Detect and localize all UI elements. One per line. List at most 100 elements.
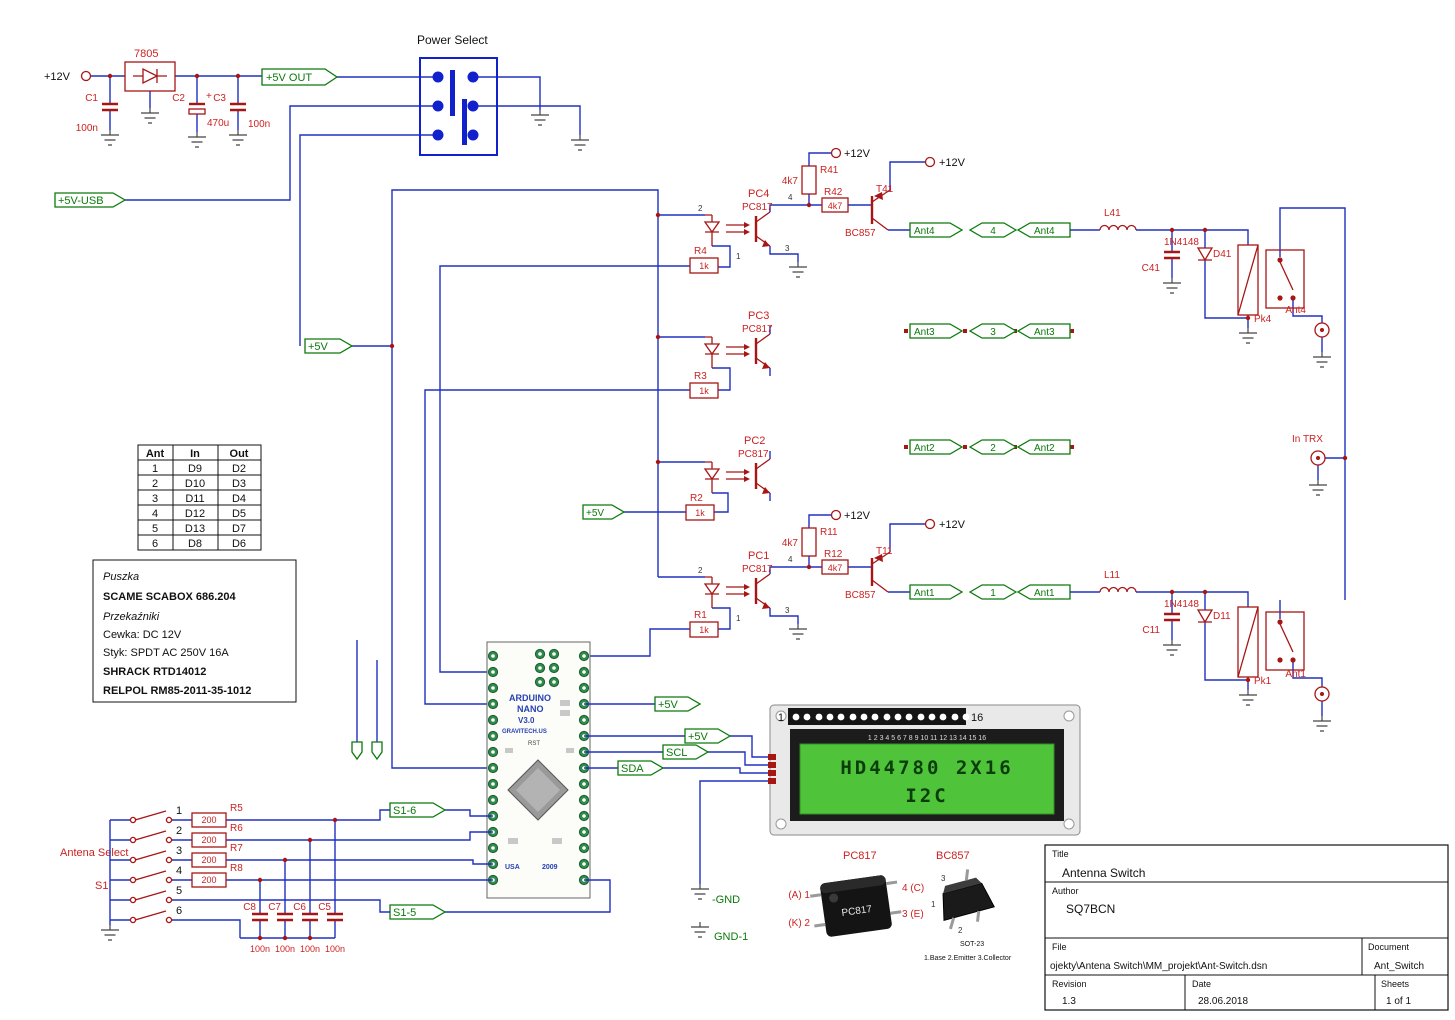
- transistor-t11[interactable]: T11 BC857: [845, 546, 893, 601]
- capacitor-c5[interactable]: C5 100n: [318, 902, 345, 954]
- net-label-ant2-pair[interactable]: Ant2 2 Ant2: [904, 439, 1074, 455]
- capacitor-c11[interactable]: C11: [1142, 612, 1180, 636]
- pc817-figure-label: PC817: [843, 850, 877, 862]
- ant3-number: 3: [990, 327, 996, 338]
- ant4-connector[interactable]: [1314, 322, 1330, 338]
- resistor-r42[interactable]: R42 4k7: [821, 187, 849, 213]
- capacitor-c7[interactable]: C7 100n: [268, 902, 295, 954]
- capacitor-c2[interactable]: C2 + 470u: [172, 91, 229, 129]
- net-label-ant1-pair[interactable]: Ant1 1 Ant1: [909, 584, 1071, 600]
- v12-label-t11: +12V: [939, 519, 966, 531]
- diode-d41[interactable]: 1N4148 D41: [1164, 237, 1232, 262]
- net-label-ant3-pair[interactable]: Ant3 3 Ant3: [904, 323, 1074, 339]
- channel-pc4[interactable]: 2 1 4 3 PC4 PC817 R4 1k 4k7 R41 R42 4k7 …: [658, 147, 1071, 274]
- resistor-r7[interactable]: 200 R7: [191, 843, 243, 868]
- ground-symbols: [100, 107, 1332, 941]
- net-label-5v-mid-text: +5V: [308, 341, 329, 353]
- lcd-mount-hole: [775, 710, 787, 722]
- net-label-5v-b-text: +5V: [688, 731, 709, 743]
- c41-ref: C41: [1142, 263, 1161, 274]
- capacitor-c1[interactable]: C1 100n: [76, 93, 118, 134]
- net-label-ant4-pair[interactable]: Ant4 4 Ant4: [909, 222, 1071, 238]
- resistor-r6[interactable]: 200 R6: [191, 823, 243, 848]
- table-cell: 6: [152, 538, 158, 550]
- inductor-l41[interactable]: L41: [1099, 208, 1137, 231]
- capacitor-c3[interactable]: C3 100n: [213, 93, 270, 130]
- net-label-5v-b[interactable]: +5V: [684, 728, 732, 744]
- net-label-5v-usb[interactable]: +5V-USB: [54, 192, 127, 208]
- pole-number-5: 5: [176, 885, 182, 897]
- regulator-7805[interactable]: 7805: [124, 48, 176, 92]
- nano-year-label: 2009: [542, 864, 558, 871]
- resistor-r4[interactable]: R4 1k: [689, 246, 719, 274]
- r3-ref: R3: [694, 371, 707, 382]
- resistor-r11[interactable]: 4k7 R11: [782, 527, 838, 557]
- channel-pc2[interactable]: PC2 PC817 R2 1k +5V Ant2 2 Ant2: [582, 435, 1074, 521]
- resistor-r2[interactable]: R2 1k: [685, 493, 715, 521]
- lcd-i2c-pin: [768, 778, 776, 784]
- resistor-r5[interactable]: 200 R5: [191, 803, 243, 828]
- net-label-5v-mid[interactable]: +5V: [304, 338, 354, 354]
- inductor-l11[interactable]: L11: [1099, 570, 1137, 593]
- net-label-scl[interactable]: SCL: [662, 744, 710, 760]
- v12-terminal-t11: [924, 518, 936, 530]
- arduino-nano-board[interactable]: ARDUINO NANO V3.0 GRAVITECH.US RST USA 2…: [486, 641, 591, 899]
- table-cell: 5: [152, 523, 158, 535]
- net-label-5v-a[interactable]: +5V: [654, 696, 702, 712]
- diode-d11[interactable]: 1N4148 D11: [1164, 599, 1231, 624]
- switch-s1-poles[interactable]: [129, 810, 173, 924]
- pin-mapping-table: Ant In Out 1 D9 D2 2 D10 D3 3 D11 D4 4 D…: [137, 444, 262, 551]
- t11-ref: T11: [876, 546, 893, 557]
- pc817-package-figure: PC817 PC817 (A) 1 (K) 2 4 (C) 3 (E): [788, 850, 924, 937]
- ant1-connector[interactable]: [1314, 686, 1330, 702]
- resistor-r12[interactable]: R12 4k7: [821, 549, 849, 575]
- net-label-s1-5[interactable]: S1-5: [389, 904, 447, 920]
- v12-terminal-r11: [830, 509, 842, 521]
- net-label-s1-6[interactable]: S1-6: [389, 802, 447, 818]
- optocoupler-pc1-symbol: [703, 573, 771, 609]
- resistor-r3[interactable]: R3 1k: [689, 371, 719, 399]
- s1-ref: S1: [95, 880, 108, 892]
- net-label-5v-out[interactable]: +5V OUT: [261, 68, 339, 86]
- transistor-t41[interactable]: T41 BC857: [845, 184, 894, 239]
- bc857-package-figure: BC857 3 1 2 SOT-23 1.Base 2.Emitter 3.Co…: [924, 850, 1012, 962]
- titleblock-doc-label: Document: [1368, 942, 1410, 952]
- trx-connector[interactable]: [1310, 450, 1326, 466]
- d11-part: 1N4148: [1164, 599, 1199, 610]
- net-label-5v-pc2[interactable]: +5V: [582, 504, 626, 520]
- antenna-select-section[interactable]: Antena Select S1 1 2 3 4 5 6 200 R5 200 …: [60, 803, 493, 954]
- net-label-gnd1-text: GND-1: [714, 931, 748, 943]
- mcu-net-labels[interactable]: +5V +5V SCL SDA S1-6 S1-5 -GND GND-1: [389, 696, 768, 943]
- channel-pc1[interactable]: 2 1 4 3 PC1 PC817 R1 1k 4k7 R11 R12 4k7 …: [658, 509, 1071, 638]
- c8-value: 100n: [250, 944, 270, 954]
- v12-input-terminal: [80, 70, 92, 82]
- net-label-sda[interactable]: SDA: [617, 760, 665, 776]
- c2-value: 470u: [207, 118, 229, 129]
- capacitor-c6[interactable]: C6 100n: [293, 902, 320, 954]
- resistor-r41[interactable]: 4k7 R41: [782, 165, 839, 195]
- ch1-wires: [658, 514, 925, 630]
- optocoupler-pc2-symbol: [703, 458, 771, 494]
- power-select-switch[interactable]: Power Select: [417, 33, 498, 156]
- power-supply-section[interactable]: +12V 7805 C1 100n C2 + 470u C3 100n +5V …: [44, 33, 581, 354]
- bc857-body-top: [943, 877, 982, 894]
- resistor-r8[interactable]: 200 R8: [191, 863, 243, 888]
- net-label-5v-usb-text: +5V-USB: [58, 195, 104, 207]
- capacitor-c8[interactable]: C8 100n: [243, 902, 270, 954]
- nano-text-2: NANO: [517, 704, 544, 714]
- r41-ref: R41: [820, 165, 839, 176]
- lcd-pin16-label: 16: [971, 712, 983, 724]
- output-section[interactable]: L41 C41 1N4148 D41 Pk4 Ant4 L11 C11 1N41…: [1070, 207, 1346, 716]
- relay-pk1[interactable]: Pk1: [1237, 606, 1305, 687]
- table-cell: D5: [232, 508, 246, 520]
- antenna-select-title: Antena Select: [60, 847, 129, 859]
- optocoupler-pc3-symbol: [703, 333, 771, 369]
- capacitor-c41[interactable]: C41: [1142, 250, 1180, 274]
- lcd-module[interactable]: 1 16 1 2 3 4 5 6 7 8 9 10 11 12 13 14 15…: [768, 704, 1081, 836]
- resistor-r1[interactable]: R1 1k: [689, 610, 719, 638]
- bus-wires: [356, 189, 690, 769]
- channel-pc3[interactable]: PC3 PC817 R3 1k Ant3 3 Ant3: [658, 310, 1074, 399]
- mcu-chip-top: [516, 768, 560, 812]
- relay-pk4[interactable]: Pk4: [1237, 244, 1305, 325]
- pc1-pin1: 1: [736, 614, 741, 623]
